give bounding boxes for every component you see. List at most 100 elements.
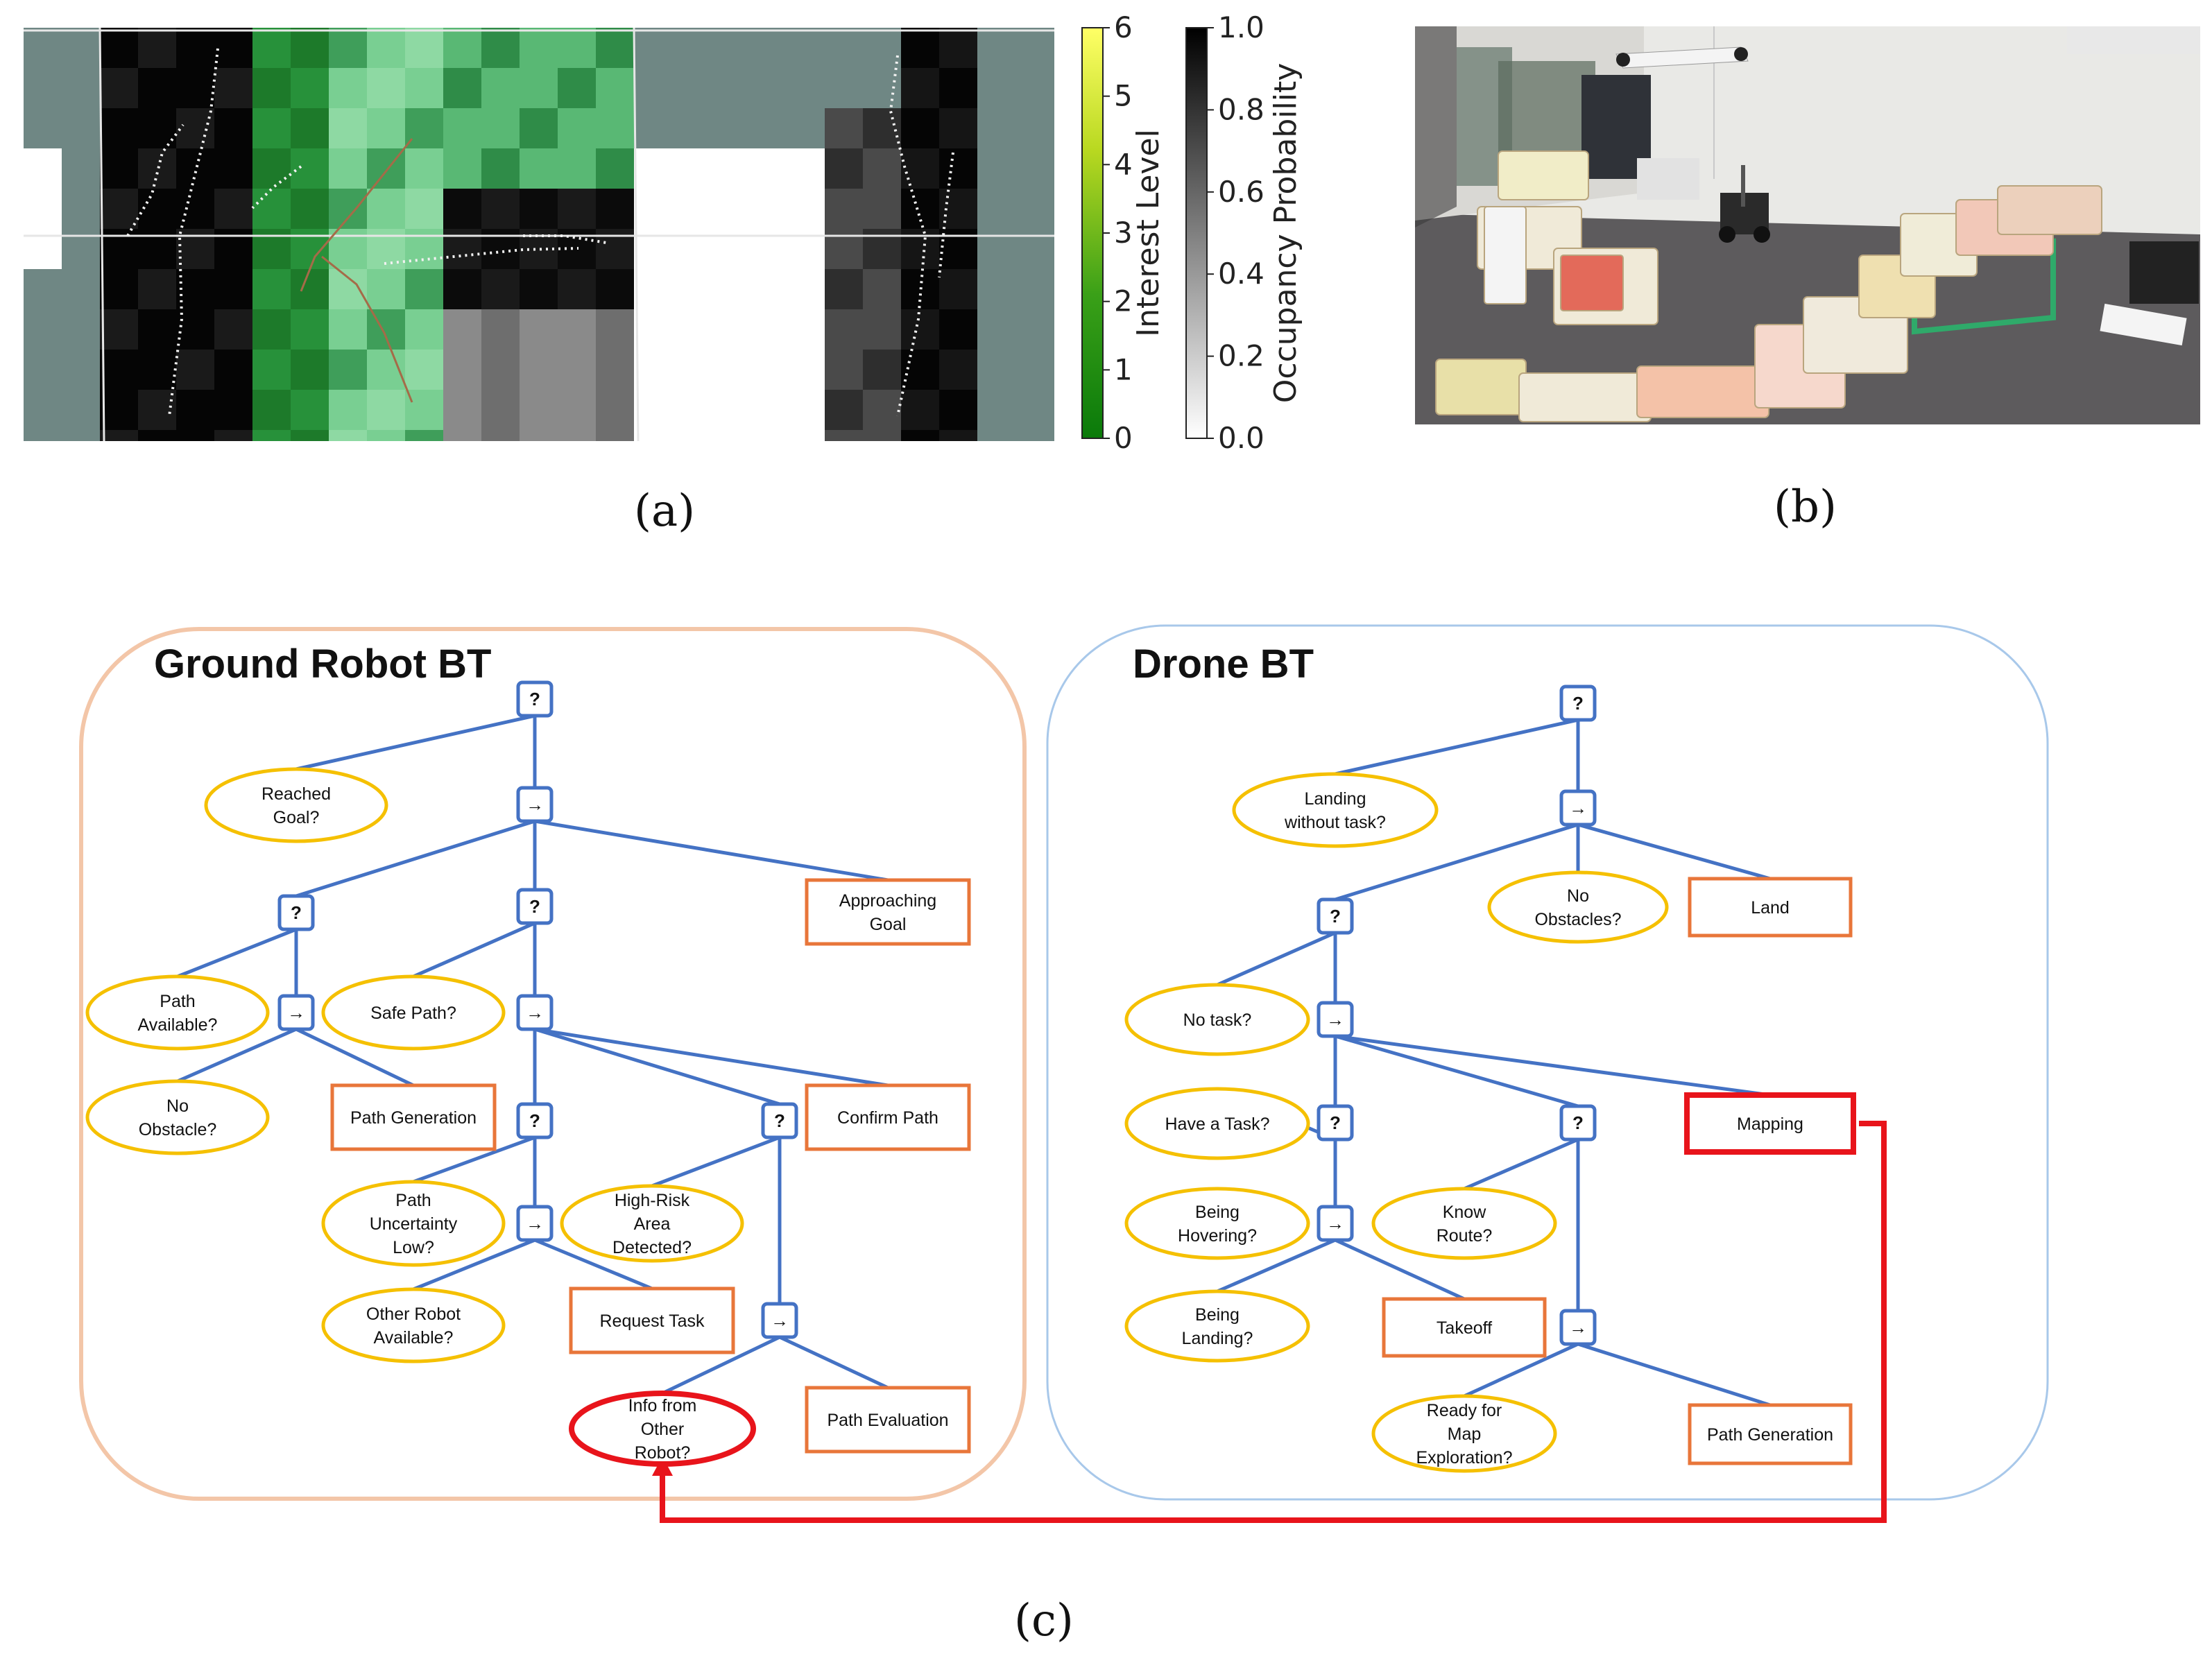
node-label: Know [1443, 1203, 1486, 1222]
condition-node [85, 1079, 270, 1155]
action-node [805, 1386, 971, 1454]
node-label: Hovering? [1178, 1226, 1257, 1246]
sequence-node [1559, 1309, 1597, 1346]
fallback-symbol: ? [529, 1110, 540, 1131]
sequence-arrow-icon: → [526, 794, 544, 815]
tree-edge [295, 714, 535, 771]
node-label: Map [1448, 1424, 1482, 1444]
node-label: Goal [870, 915, 907, 934]
node-label: Reached [262, 784, 331, 804]
sequence-node [516, 1205, 554, 1242]
interest-colorbar [1081, 27, 1104, 439]
action-node [1382, 1297, 1547, 1358]
node-label: Takeoff [1437, 1318, 1492, 1338]
fallback-node [761, 1102, 798, 1139]
bt-node-action: Takeoff [1382, 1297, 1547, 1358]
occupancy-colorbar [1185, 27, 1208, 439]
tree-edge [1216, 931, 1337, 987]
tree-edge [295, 819, 535, 898]
tree-edge [534, 1027, 889, 1087]
node-label: Mapping [1737, 1114, 1803, 1134]
fallback-symbol: ? [529, 689, 540, 709]
tree-edge [1463, 1342, 1579, 1398]
sequence-node [1559, 789, 1597, 827]
action-node [805, 878, 971, 946]
bt-node-action: Confirm Path [805, 1083, 971, 1151]
node-label: High-Risk [615, 1191, 690, 1210]
condition-node [1232, 772, 1439, 848]
sequence-node [761, 1302, 798, 1339]
fallback-node [516, 1102, 554, 1139]
tree-edge [1335, 1034, 1579, 1108]
action-node [1684, 1092, 1856, 1155]
node-label: Obstacle? [139, 1120, 217, 1139]
ground-robot-bt-frame [79, 627, 1027, 1501]
interest-tick-label: 5 [1114, 79, 1133, 113]
fallback-symbol: ? [1330, 1112, 1341, 1133]
node-label: Detected? [612, 1238, 692, 1257]
fallback-node [1317, 897, 1354, 935]
sequence-arrow-icon: → [526, 1002, 544, 1023]
sequence-node [516, 786, 554, 823]
fallback-node [277, 894, 315, 931]
condition-node [1124, 983, 1310, 1056]
action-node [330, 1083, 497, 1151]
node-label: Robot? [635, 1443, 691, 1463]
condition-node [1487, 870, 1669, 944]
fallback-node [1317, 1104, 1354, 1142]
interest-tick-label: 0 [1114, 421, 1133, 455]
fallback-symbol: ? [291, 902, 302, 923]
bt-node-sequence: → [516, 786, 554, 823]
node-label: Other [641, 1420, 685, 1439]
bt-node-action: Path Evaluation [805, 1386, 971, 1454]
condition-node [204, 767, 388, 843]
bt-node-action: Land [1688, 877, 1853, 938]
node-label: Low? [393, 1238, 434, 1257]
node-label: Path [160, 992, 195, 1011]
sequence-node [516, 994, 554, 1031]
tree-edge [534, 1027, 780, 1106]
node-label: Route? [1437, 1226, 1493, 1246]
tree-edge [778, 1335, 889, 1390]
condition-node [560, 1184, 744, 1263]
condition-node [1124, 1289, 1310, 1363]
bt-node-action: Path Generation [1688, 1403, 1853, 1465]
bt-node-fallback: ? [1559, 1104, 1597, 1142]
ground-robot-bt-title: Ground Robot BT [154, 642, 491, 687]
bt-node-fallback: ? [1317, 897, 1354, 935]
bt-node-fallback: ? [516, 888, 554, 925]
condition-node [569, 1391, 756, 1467]
bt-node-sequence: → [1317, 1205, 1354, 1242]
action-node [1688, 1403, 1853, 1465]
bt-node-sequence: → [1559, 1309, 1597, 1346]
node-label: Request Task [599, 1311, 705, 1331]
sequence-node [277, 994, 315, 1031]
bt-node-sequence: → [516, 1205, 554, 1242]
tree-edge [1217, 1238, 1336, 1293]
tree-edge [176, 1027, 298, 1083]
condition-node [1371, 1187, 1557, 1260]
tree-edge [177, 927, 297, 979]
fallback-symbol: ? [774, 1110, 785, 1131]
tree-edge [413, 1135, 535, 1184]
fallback-node [516, 888, 554, 925]
condition-node [85, 974, 270, 1051]
bt-node-sequence: → [516, 994, 554, 1031]
node-label: Path Generation [350, 1108, 477, 1128]
tree-edge [1334, 1238, 1466, 1301]
node-label: Obstacles? [1534, 910, 1621, 929]
node-label: No [1567, 886, 1589, 906]
tree-edge [295, 1027, 415, 1087]
drone-bt-title: Drone BT [1133, 642, 1314, 687]
condition-node [1124, 1087, 1310, 1160]
